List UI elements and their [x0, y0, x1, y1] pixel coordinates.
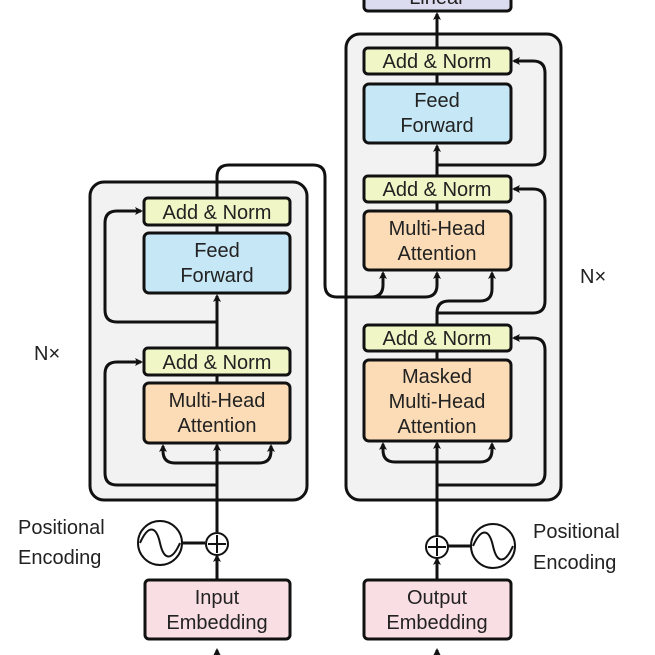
svg-text:Input: Input [195, 587, 240, 609]
encoder-add-norm-bottom: Add & Norm [142, 346, 292, 377]
decoder-repeat-label: N× [580, 266, 606, 288]
input-embedding: Input Embedding [143, 578, 292, 641]
decoder-multi-head-attention: Multi-Head Attention [362, 209, 513, 272]
linear-layer: Linear [362, 0, 513, 13]
svg-text:Forward: Forward [400, 115, 473, 137]
encoder-positional-encoding: Positional Encoding [18, 517, 229, 569]
svg-text:Encoding: Encoding [18, 547, 101, 569]
svg-text:Multi-Head: Multi-Head [389, 218, 486, 240]
svg-text:Multi-Head: Multi-Head [169, 390, 266, 412]
svg-text:Linear: Linear [409, 0, 465, 9]
svg-text:Multi-Head: Multi-Head [389, 391, 486, 413]
decoder-connections [379, 12, 547, 655]
svg-text:Add & Norm: Add & Norm [163, 202, 272, 224]
encoder-stack [88, 180, 309, 502]
svg-text:Feed: Feed [194, 240, 240, 262]
svg-text:Positional: Positional [533, 521, 620, 543]
svg-text:Add & Norm: Add & Norm [383, 179, 492, 201]
svg-text:Feed: Feed [414, 90, 460, 112]
encoder-repeat-label: N× [34, 343, 60, 365]
svg-text:Attention: Attention [398, 243, 477, 265]
decoder-add-norm-top: Add & Norm [362, 46, 513, 76]
output-embedding: Output Embedding [362, 578, 513, 641]
encoder-multi-head-attention: Multi-Head Attention [142, 381, 292, 445]
svg-text:Add & Norm: Add & Norm [383, 51, 492, 73]
decoder-add-norm-mid: Add & Norm [362, 174, 513, 204]
svg-text:Forward: Forward [180, 265, 253, 287]
decoder-add-norm-bottom: Add & Norm [362, 323, 513, 353]
svg-text:Output: Output [407, 587, 467, 609]
svg-text:Add & Norm: Add & Norm [383, 328, 492, 350]
encoder-connections [103, 163, 441, 655]
decoder-feed-forward: Feed Forward [362, 82, 513, 145]
svg-text:Attention: Attention [178, 415, 257, 437]
decoder-masked-multi-head-attention: Masked Multi-Head Attention [362, 358, 513, 443]
svg-text:Add & Norm: Add & Norm [163, 352, 272, 374]
svg-text:Encoding: Encoding [533, 552, 616, 574]
svg-text:Embedding: Embedding [386, 612, 487, 634]
encoder-add-norm-top: Add & Norm [142, 196, 292, 227]
encoder-feed-forward: Feed Forward [142, 231, 292, 295]
svg-text:Attention: Attention [398, 416, 477, 438]
svg-text:Masked: Masked [402, 366, 472, 388]
svg-text:Embedding: Embedding [166, 612, 267, 634]
svg-text:Positional: Positional [18, 517, 105, 539]
decoder-positional-encoding: Positional Encoding [425, 521, 620, 574]
